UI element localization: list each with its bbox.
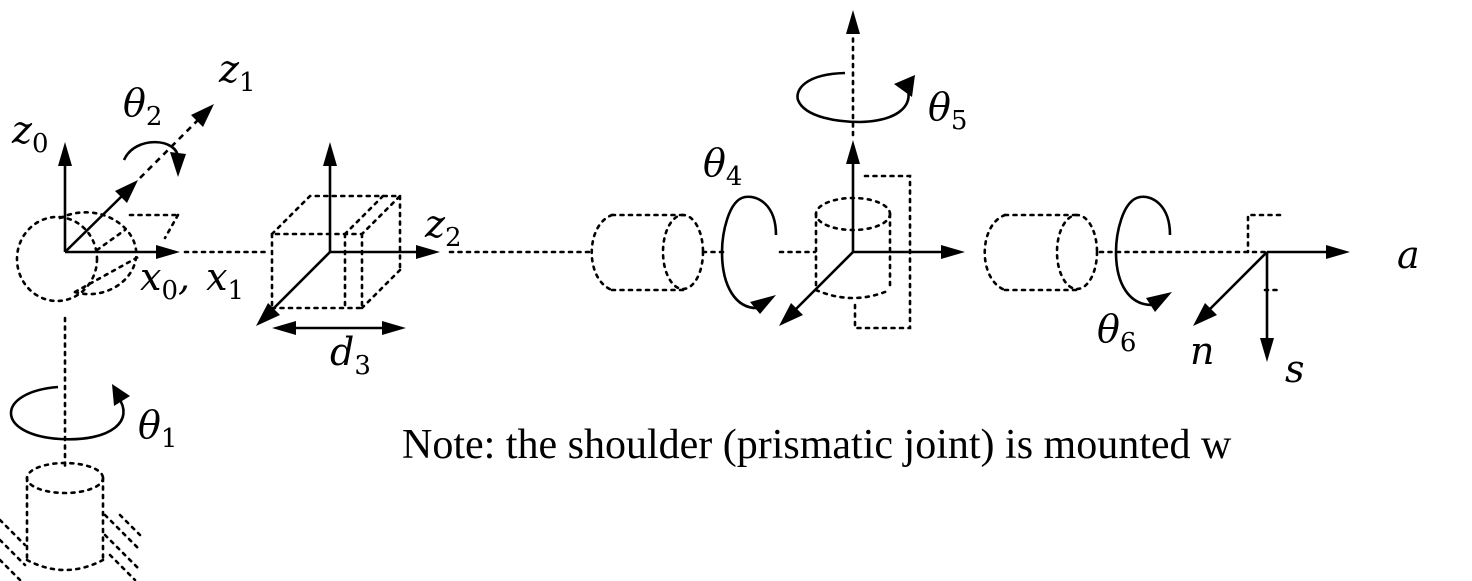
n-axis [1208,251,1268,311]
label-theta5: θ5 [928,85,967,136]
label-n: n [1190,329,1214,373]
prismatic-joint-group [256,142,440,335]
theta2-arrowhead [170,152,186,177]
z0-arrowhead [58,142,72,166]
cyl5-bottom [814,288,892,300]
z1-axis-dashed [139,117,201,179]
cyl6-right-cap [1055,213,1099,291]
shoulder-joint-group [15,104,270,303]
theta1-rotation-arrow [9,385,125,441]
theta4-rotation-arrow [720,195,778,310]
prism-top-face [268,194,404,236]
label-a: a [1397,233,1420,277]
wrist-x-arrowhead [941,245,965,259]
label-d3: d3 [330,330,371,381]
wrist-roll-group [590,195,817,314]
n-arrowhead [1193,303,1217,326]
z5-axis-arrowhead [846,140,860,164]
label-theta4: θ4 [703,141,742,192]
shoulder-dotted-3 [163,213,180,240]
d3-arrowhead-left [272,321,296,335]
cyl6-left-cap [983,213,1007,292]
z1-axis-arrowhead-solid [115,180,138,203]
base-cylinder-top [25,461,105,495]
ground-hatch [0,513,142,581]
cyl4-right-cap [661,213,705,291]
prism-edge-5 [343,194,385,236]
label-s: s [1285,347,1305,391]
theta6-arrowhead [1146,292,1172,312]
label-z2: z2 [424,202,462,253]
theta5-arrowhead [894,75,915,97]
prism-diag-axis [271,251,331,311]
prism-diag-arrowhead [256,303,280,326]
theta2-rotation-arrow [122,140,180,161]
wrist-pitch-group [779,10,965,330]
z1-arrowhead [191,104,214,127]
note-text: Note: the shoulder (prismatic joint) is … [402,422,1232,468]
gripper-bracket-top [1246,213,1282,254]
s-arrowhead [1260,338,1274,362]
label-x0-x1: x0,x1 [140,255,244,306]
wrist-yaw-group [983,195,1284,312]
shoulder-dotted-4 [73,254,142,294]
wrist-bracket [853,174,912,330]
label-theta1: θ1 [138,403,177,454]
d3-arrowhead-right [382,321,406,335]
theta5-rotation-arrow [796,71,910,124]
base-joint-group [0,316,142,581]
label-theta6: θ6 [1097,307,1136,358]
a-arrowhead [1326,245,1350,259]
end-effector-frame [1193,245,1350,362]
prism-edge-6 [360,268,402,310]
z2-arrowhead [416,245,440,259]
label-theta2: θ2 [123,81,162,132]
label-z0: z0 [11,108,49,159]
label-z1: z1 [218,47,256,98]
theta4-arrowhead [750,295,776,314]
z1-axis-solid [64,193,125,253]
base-cylinder-bottom [25,558,105,572]
theta6-rotation-arrow [1114,195,1172,307]
wrist-diag-arrowhead [779,303,803,326]
shoulder-dotted-1 [95,228,127,252]
x0-arrowhead [156,245,180,259]
cyl4-left-cap [590,213,614,292]
theta1-arrowhead [112,384,130,406]
shoulder-cylinder-front [15,215,99,303]
wrist-diag-axis [794,251,854,311]
z5-top-arrowhead [846,10,860,34]
prism-z-arrowhead [323,142,337,166]
